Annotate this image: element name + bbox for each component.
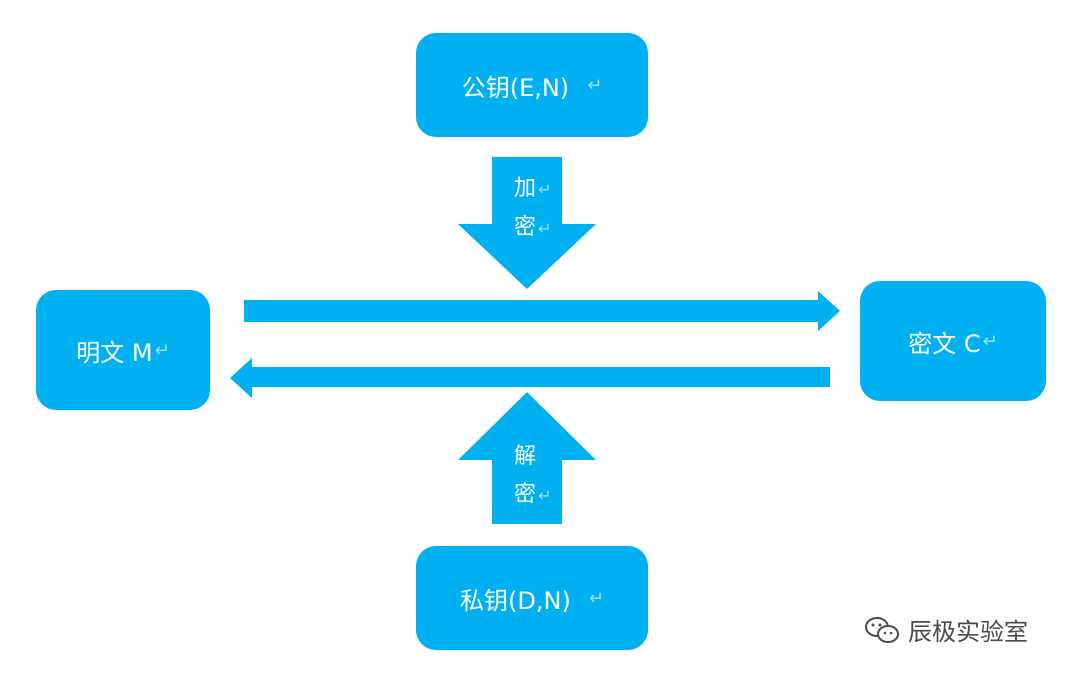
- ciphertext-box: 密文 C ↵: [860, 281, 1046, 401]
- ciphertext-to-plaintext-arrow: [230, 358, 830, 398]
- decrypt-label: 解 密↵: [514, 438, 551, 515]
- public-key-label: 公钥(E,N): [461, 73, 570, 102]
- watermark-text: 辰极实验室: [908, 618, 1028, 646]
- plaintext-to-ciphertext-arrow: [244, 291, 840, 331]
- watermark: 辰极实验室: [864, 612, 1028, 647]
- decrypt-char-2: 密: [514, 482, 537, 507]
- encrypt-arrow: [458, 157, 596, 289]
- public-key-box: 公钥(E,N) ↵: [416, 33, 648, 137]
- private-key-box: 私钥(D,N) ↵: [416, 546, 648, 650]
- ciphertext-label: 密文 C: [908, 329, 981, 358]
- plaintext-box: 明文 M ↵: [36, 290, 210, 410]
- return-mark-icon: ↵: [587, 74, 603, 96]
- return-mark-icon: ↵: [538, 180, 552, 199]
- encrypt-char-1: 加: [514, 176, 537, 201]
- encrypt-label: 加↵ 密↵: [514, 170, 551, 248]
- return-mark-icon: ↵: [538, 486, 552, 505]
- return-mark-icon: ↵: [154, 339, 170, 361]
- return-mark-icon: ↵: [588, 587, 604, 609]
- return-mark-icon: ↵: [538, 219, 552, 238]
- wechat-icon: [865, 616, 899, 643]
- decrypt-char-1: 解: [514, 444, 537, 469]
- private-key-label: 私钥(D,N): [460, 586, 571, 615]
- decrypt-arrow: [458, 392, 596, 524]
- encrypt-char-2: 密: [514, 215, 537, 240]
- return-mark-icon: ↵: [982, 330, 998, 352]
- plaintext-label: 明文 M: [76, 338, 153, 367]
